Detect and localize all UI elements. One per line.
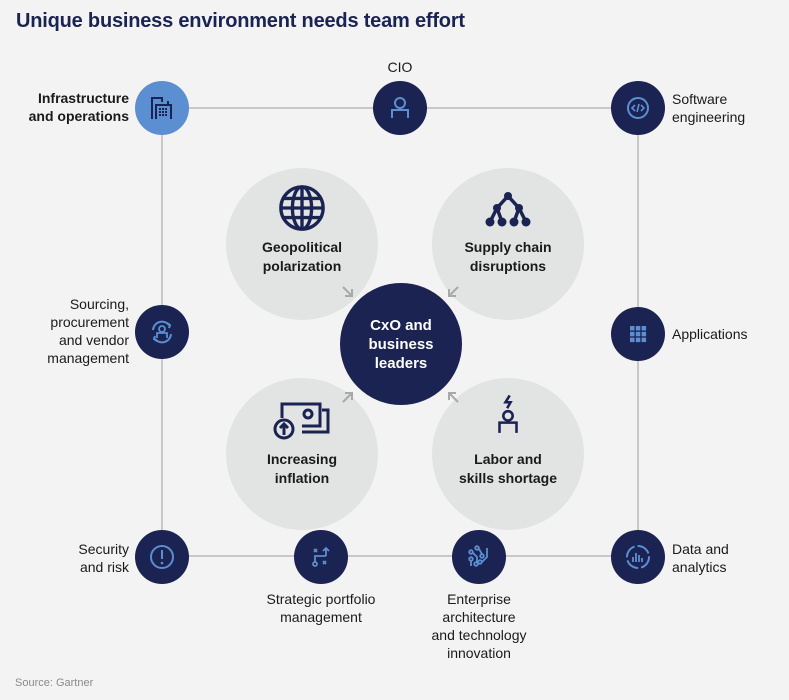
- label-line: Software: [672, 91, 728, 107]
- challenge-supply-chain: Supply chain disruptions: [432, 168, 584, 320]
- label-line: Sourcing,: [69, 296, 129, 312]
- role-label-infrastructure: Infrastructure and operations: [0, 89, 129, 125]
- label-line: and vendor: [58, 332, 129, 348]
- analytics-icon: [626, 545, 650, 569]
- role-node-data: [611, 530, 665, 584]
- label-line: CxO and: [370, 316, 432, 334]
- role-node-cio: [373, 81, 427, 135]
- arrow-icon: [342, 392, 353, 403]
- label-line: Security: [78, 541, 129, 557]
- arrow-icon: [448, 286, 459, 297]
- label-line: management: [47, 350, 129, 366]
- label-line: innovation: [447, 645, 511, 661]
- arrow-icon: [448, 392, 459, 403]
- role-node-applications: [611, 307, 665, 361]
- challenge-label: Increasing inflation: [267, 450, 337, 488]
- role-label-enterprise: Enterprise architecture and technology i…: [410, 590, 548, 662]
- worker-bolt-icon: [498, 394, 518, 433]
- label-line: skills shortage: [458, 470, 558, 486]
- label-line: Enterprise: [447, 591, 511, 607]
- source-note: Source: Gartner: [15, 677, 94, 689]
- role-label-cio: CIO: [370, 58, 430, 76]
- role-label-data: Data and analytics: [672, 540, 729, 576]
- label-line: procurement: [50, 314, 129, 330]
- role-label-applications: Applications: [672, 325, 748, 343]
- label-line: and risk: [79, 559, 129, 575]
- center-label: CxO and business leaders: [368, 316, 433, 373]
- globe-icon: [279, 185, 325, 231]
- circuit-icon: [468, 545, 488, 567]
- person-icon: [391, 97, 409, 118]
- label-line: Supply chain: [464, 239, 552, 255]
- arrow-icon: [342, 286, 353, 297]
- role-node-sourcing: [135, 305, 189, 359]
- challenge-label: Supply chain disruptions: [464, 238, 551, 276]
- alert-icon: [150, 545, 174, 569]
- label-line: inflation: [274, 470, 330, 486]
- label-line: disruptions: [469, 258, 547, 274]
- label-line: analytics: [672, 559, 727, 575]
- role-label-software: Software engineering: [672, 90, 745, 126]
- challenge-geopolitical: Geopolitical polarization: [226, 168, 378, 320]
- app-grid-icon: [630, 326, 647, 343]
- label-line: and technology: [431, 627, 527, 643]
- label-line: Data and: [672, 541, 729, 557]
- role-node-security: [135, 530, 189, 584]
- page-title: Unique business environment needs team e…: [16, 10, 465, 32]
- network-tree-icon: [485, 192, 531, 227]
- role-label-strategic: Strategic portfolio management: [241, 590, 401, 626]
- label-line: Strategic portfolio: [266, 591, 376, 607]
- label-line: and operations: [28, 108, 129, 124]
- challenge-inflation: Increasing inflation: [226, 378, 378, 530]
- label-line: Labor and: [474, 451, 542, 467]
- label-line: Applications: [672, 326, 748, 342]
- role-node-strategic: [294, 530, 348, 584]
- role-label-sourcing: Sourcing, procurement and vendor managem…: [0, 295, 129, 367]
- label-line: architecture: [442, 609, 516, 625]
- challenge-label: Geopolitical polarization: [262, 238, 342, 276]
- label-line: engineering: [672, 109, 746, 125]
- label-line: management: [280, 609, 362, 625]
- buildings-icon: [151, 97, 172, 119]
- center-node: CxO and business leaders: [340, 283, 462, 405]
- challenge-labor: Labor and skills shortage: [432, 378, 584, 530]
- money-up-icon: [273, 402, 330, 440]
- label-line: leaders: [374, 354, 428, 372]
- label-line: Geopolitical: [261, 239, 343, 255]
- code-icon: [627, 97, 649, 119]
- strategy-icon: [312, 546, 330, 567]
- challenge-label: Labor and skills shortage: [459, 450, 557, 488]
- person-cycle-icon: [152, 320, 172, 344]
- label-line: Increasing: [266, 451, 338, 467]
- role-node-enterprise: [452, 530, 506, 584]
- label-line: CIO: [387, 59, 413, 75]
- label-line: Infrastructure: [37, 90, 129, 106]
- role-node-infrastructure: [135, 81, 189, 135]
- label-line: business: [368, 335, 434, 353]
- role-label-security: Security and risk: [0, 540, 129, 576]
- role-node-software: [611, 81, 665, 135]
- label-line: polarization: [262, 258, 342, 274]
